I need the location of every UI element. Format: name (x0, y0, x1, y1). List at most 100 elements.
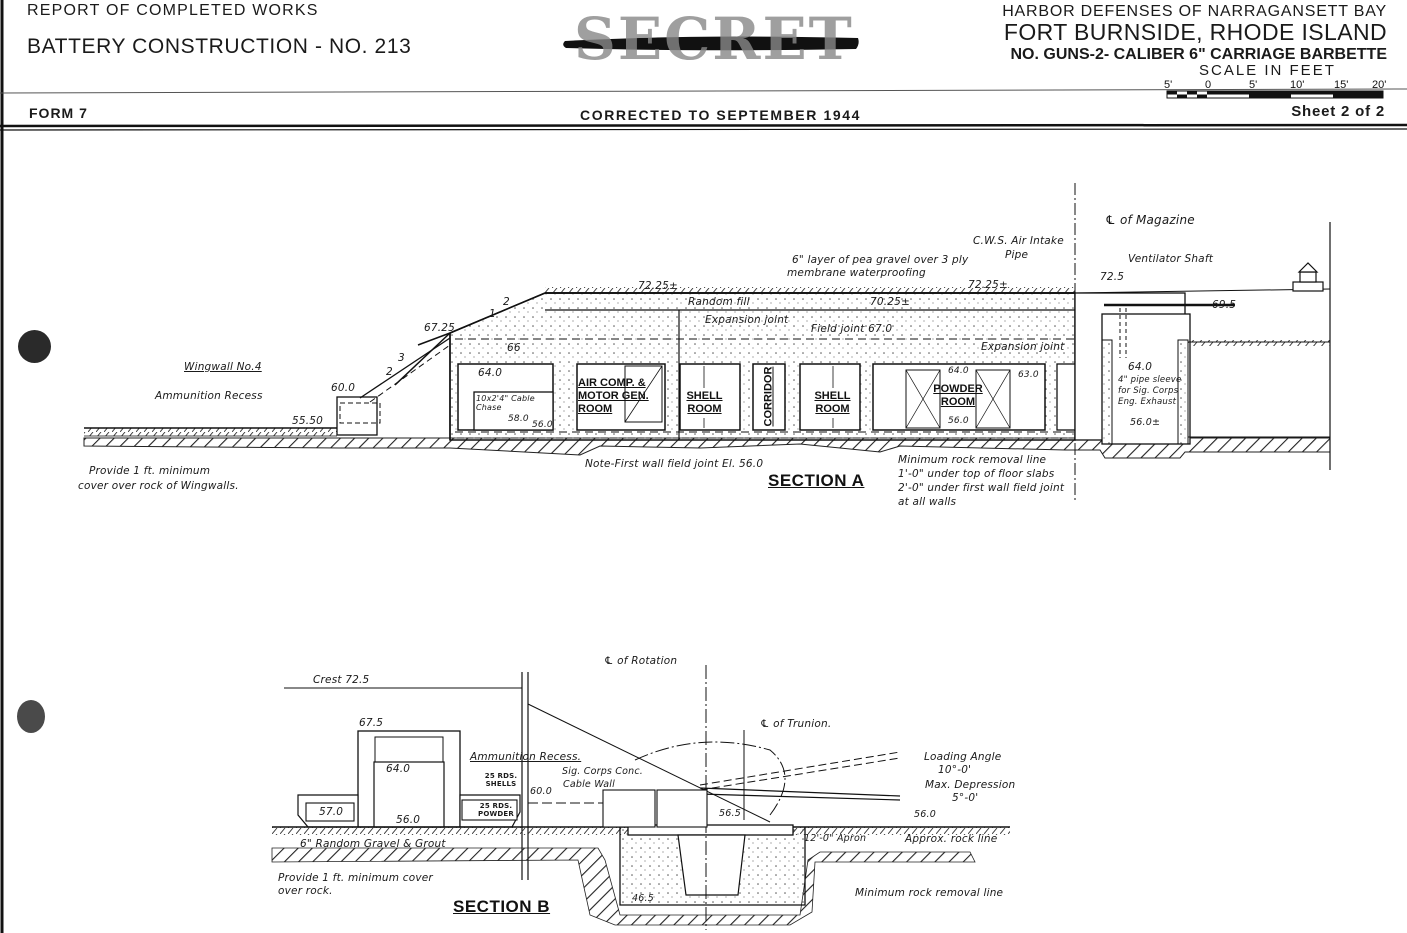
rock-removal-line: 2'-0" under first wall field joint (898, 482, 1065, 494)
elev-46-5: 46.5 (632, 893, 654, 904)
elev-60-0-sb: 60.0 (530, 786, 552, 797)
label-random-fill: Random fill (688, 296, 750, 308)
label-expansion-joint-2: Expansion joint (981, 341, 1065, 353)
elev-55-50: 55.50 (292, 415, 324, 427)
label-powder: 25 RDS. POWDER (478, 802, 514, 818)
elev-64-0-b: 64.0 (948, 366, 969, 376)
label-pipe-sleeve: 4" pipe sleeve for Sig. Corps Eng. Exhau… (1118, 375, 1181, 408)
label-ammo-recess-a: Ammunition Recess (155, 390, 263, 402)
sheet-number: Sheet 2 of 2 (1291, 103, 1385, 120)
elev-63-0: 63.0 (1018, 370, 1039, 380)
label-loading-angle-2: 10°-0' (938, 764, 972, 776)
room-powder: POWDER ROOM (930, 383, 986, 409)
room-label: ROOM (940, 396, 976, 408)
label-trunion-centerline: ℄ of Trunion. (760, 718, 832, 730)
punch-hole-bottom (17, 700, 45, 733)
elev-67-25: 67.25 (424, 322, 456, 334)
room-label: SHELL (814, 390, 851, 402)
label-random-gravel: 6" Random Gravel & Grout (300, 838, 446, 850)
label-pea-gravel-2: membrane waterproofing (787, 267, 926, 279)
section-b-drawing (271, 665, 1010, 930)
scale-tick-label: 15' (1334, 79, 1349, 91)
room-shell-2: SHELL ROOM (810, 390, 855, 416)
label-rock-line: Approx. rock line (905, 833, 998, 845)
note-cover-1: Provide 1 ft. minimum (89, 465, 211, 477)
form-number: FORM 7 (29, 105, 88, 121)
elev-57-0: 57.0 (319, 806, 344, 818)
label-cable-chase: 10x2'4" Cable Chase (476, 394, 535, 412)
header-rule-thick-1 (0, 123, 1407, 128)
cable-chase-line: Chase (476, 403, 502, 412)
label-loading-angle-1: Loading Angle (924, 751, 1002, 763)
label-magazine-centerline: ℄ of Magazine (1105, 213, 1195, 227)
room-label: SHELL (686, 390, 723, 402)
note-cover-b-1: Provide 1 ft. minimum cover (278, 872, 433, 884)
slope-4: 3 (398, 352, 405, 364)
label-rotation-centerline: ℄ of Rotation (604, 655, 678, 667)
room-shell-1: SHELL ROOM (682, 390, 727, 416)
rock-removal-line: 1'-0" under top of floor slabs (898, 468, 1055, 480)
note-rock-removal: Minimum rock removal line 1'-0" under to… (898, 453, 1064, 509)
label-field-joint: Field joint 67.0 (811, 323, 893, 335)
rock-removal-line: at all walls (898, 496, 957, 508)
label-sig-corps-1: Sig. Corps Conc. (562, 766, 643, 777)
section-a-drawing (83, 183, 1331, 500)
slope-2: 2 (503, 296, 510, 308)
slope-1: 1 (489, 308, 496, 320)
elev-72-5: 72.5 (1100, 271, 1125, 283)
pipe-sleeve-line: 4" pipe sleeve (1118, 375, 1182, 385)
elev-56-0-a: 56.0 (532, 420, 553, 430)
elev-56-0-b: 56.0 (948, 416, 969, 426)
elev-69-5: 69.5 (1212, 299, 1237, 311)
label-sig-corps-2: Cable Wall (563, 779, 615, 790)
note-field-joint: Note-First wall field joint El. 56.0 (585, 458, 764, 470)
note-cover-2: cover over rock of Wingwalls. (78, 480, 239, 492)
harbor-defenses: HARBOR DEFENSES OF NARRAGANSETT BAY (1002, 3, 1387, 20)
label-rock-removal-b: Minimum rock removal line (855, 887, 1004, 899)
gun-info: NO. GUNS-2- CALIBER 6" CARRIAGE BARBETTE (1010, 46, 1388, 63)
room-label: AIR COMP. & (578, 377, 646, 389)
elev-64-0-c: 64.0 (1128, 361, 1153, 373)
room-air-comp: AIR COMP. & MOTOR GEN. ROOM (578, 377, 649, 416)
elev-66: 66 (507, 342, 521, 354)
elev-56-5: 56.5 (719, 808, 741, 819)
label-ventilator: Ventilator Shaft (1128, 253, 1214, 265)
scale-tick-label: 5' (1249, 79, 1258, 91)
battery-title: BATTERY CONSTRUCTION - NO. 213 (27, 35, 412, 58)
elev-56-0-sb: 56.0 (396, 814, 421, 826)
room-label: ROOM (687, 403, 722, 415)
header-rule-thick-2 (0, 128, 1407, 131)
elev-67-5: 67.5 (359, 717, 384, 729)
report-title: REPORT OF COMPLETED WORKS (27, 2, 319, 19)
cable-chase-line: 10x2'4" Cable (476, 394, 535, 403)
elev-60-0: 60.0 (331, 382, 356, 394)
room-label: MOTOR GEN. (578, 390, 649, 402)
section-b-title: SECTION B (453, 897, 551, 916)
scale-tick-label: 20' (1372, 79, 1387, 91)
label-cws-1: C.W.S. Air Intake (973, 235, 1064, 247)
scale-tick-label: 5' (1164, 79, 1173, 91)
elev-56-0-sb2: 56.0 (914, 809, 936, 820)
elev-58-0: 58.0 (508, 414, 529, 424)
room-corridor: CORRIDOR (762, 366, 775, 427)
slope-3: 2 (386, 366, 393, 378)
fort-name: FORT BURNSIDE, RHODE ISLAND (1003, 19, 1387, 45)
label-pea-gravel-1: 6" layer of pea gravel over 3 ply (792, 254, 969, 266)
label-expansion-joint: Expansion joint (705, 314, 789, 326)
label-ammo-recess-b: Ammunition Recess. (470, 751, 582, 763)
label-max-depression-2: 5°-0' (952, 792, 979, 804)
label-max-depression-1: Max. Depression (925, 779, 1016, 791)
elev-64-0-sb: 64.0 (386, 763, 411, 775)
room-label: ROOM (815, 403, 850, 415)
label-crest: Crest 72.5 (313, 674, 370, 686)
pipe-sleeve-line: Eng. Exhaust (1118, 397, 1177, 407)
elev-70-25: 70.25± (870, 296, 911, 308)
label-cws-2: Pipe (1005, 249, 1029, 261)
secret-stamp: SECRET (574, 5, 854, 73)
label-shells: 25 RDS. SHELLS (484, 772, 518, 788)
scale-title: SCALE IN FEET (1199, 62, 1336, 79)
elev-72-25-a: 72.25± (638, 280, 679, 292)
section-a-title: SECTION A (768, 471, 865, 490)
elev-56-0-c: 56.0± (1130, 417, 1161, 428)
header-rule-thin (0, 88, 1407, 94)
